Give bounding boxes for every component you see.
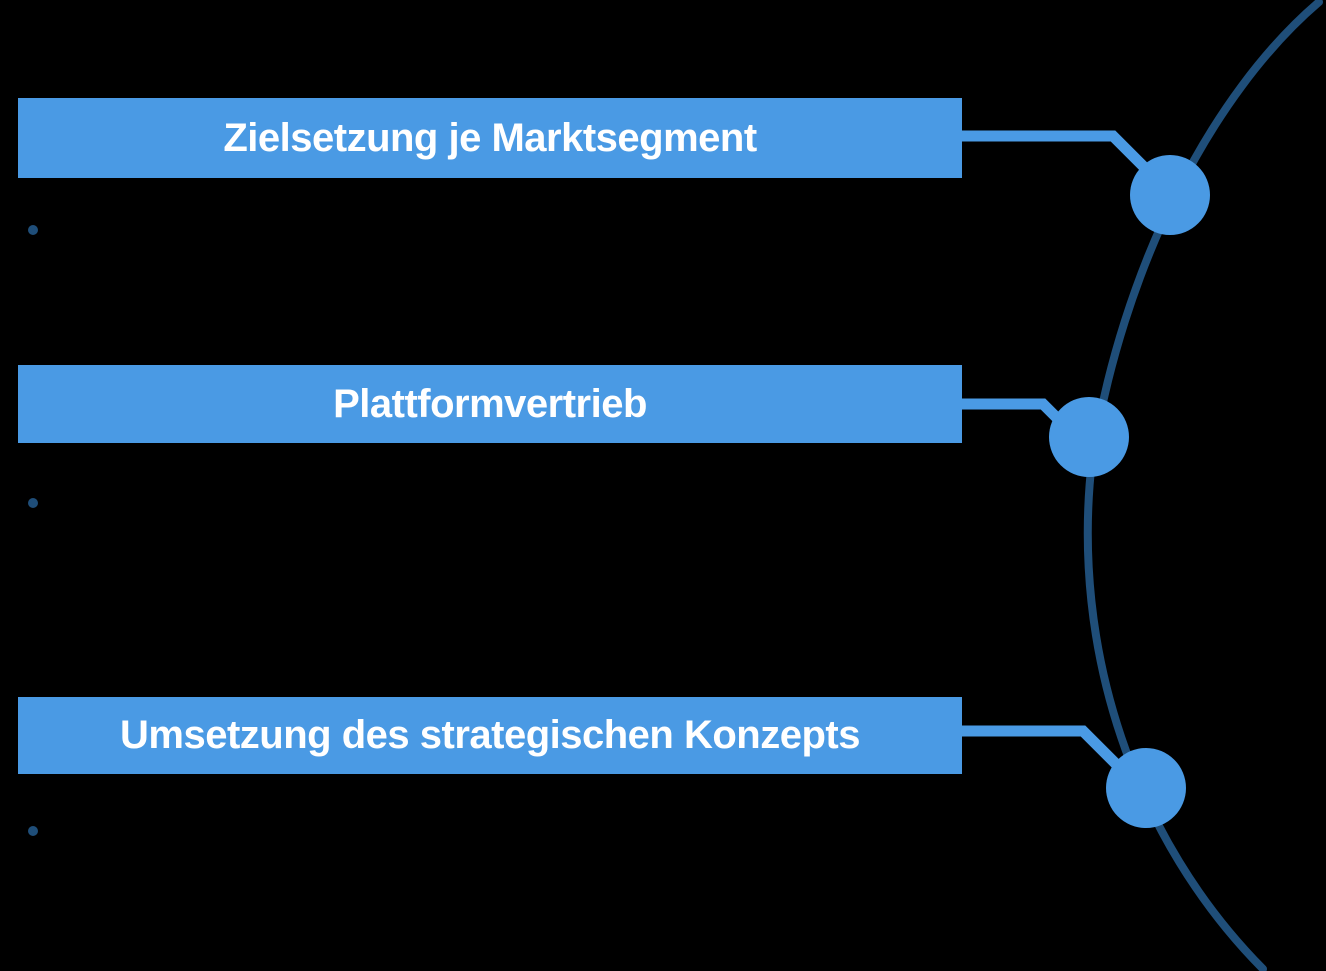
section-header-1: Zielsetzung je Marktsegment [18,98,962,178]
bullet-dot-3 [28,826,38,836]
timeline-node-1 [1130,155,1210,235]
section-header-2: Plattformvertrieb [18,365,962,443]
timeline-node-2 [1049,397,1129,477]
section-header-1-label: Zielsetzung je Marktsegment [223,115,757,160]
section-header-3-label: Umsetzung des strategischen Konzepts [120,713,860,757]
bullet-dot-1 [28,225,38,235]
section-header-3: Umsetzung des strategischen Konzepts [18,697,962,774]
bullet-dot-2 [28,498,38,508]
section-header-2-label: Plattformvertrieb [333,381,647,426]
timeline-node-3 [1106,748,1186,828]
